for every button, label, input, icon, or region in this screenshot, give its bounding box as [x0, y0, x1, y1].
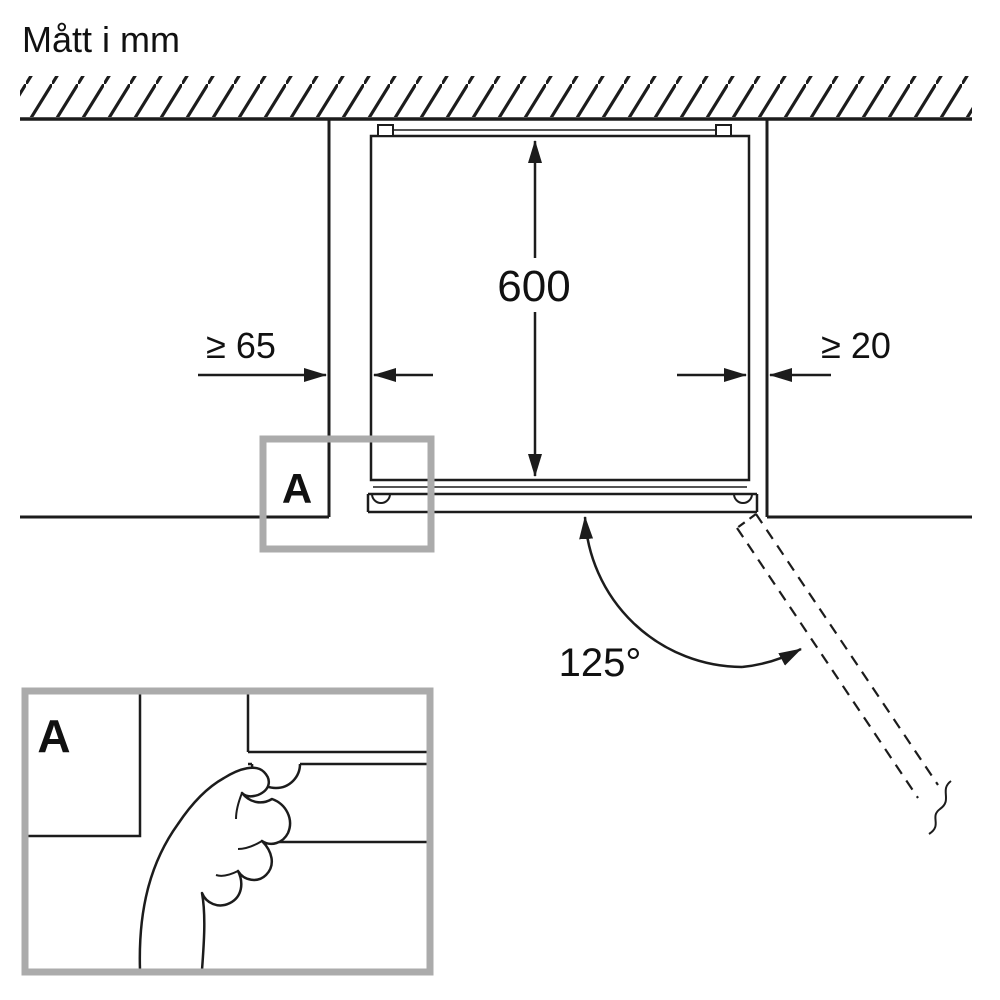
thumb-crease [235, 792, 243, 820]
open-door-edge-inner [736, 527, 919, 799]
appliance-body [369, 134, 751, 482]
door-open-dashed [736, 513, 952, 835]
niche-walls [20, 119, 972, 519]
door-grip-notch [371, 493, 391, 504]
inset-cabinet-lines [28, 694, 427, 844]
door-swing-arc: 125° [559, 516, 802, 685]
inset-border [21, 687, 434, 976]
finger-crease-1 [237, 840, 263, 850]
height-dimension-label: 600 [497, 262, 570, 311]
hand-grip-illustration [138, 766, 292, 972]
door-angle-label: 125° [559, 641, 642, 685]
detail-callout-box [259, 435, 435, 553]
right-hinge-block [715, 124, 732, 137]
finger-crease-2 [215, 870, 239, 877]
swing-arc-left [579, 516, 743, 669]
swing-arc-right [741, 647, 802, 669]
detail-callout-label: A [282, 465, 312, 512]
left-hinge-block [377, 124, 394, 137]
left-clearance-label: ≥ 65 [206, 325, 276, 366]
door-hinge-notch [733, 493, 753, 504]
detail-callout: A [259, 435, 435, 553]
cabinet-side-panel [28, 694, 142, 838]
right-clearance-dimension: ≥ 20 [677, 325, 891, 382]
height-dimension: 600 [491, 140, 579, 477]
right-clearance-label: ≥ 20 [821, 325, 891, 366]
open-door-break-squiggle [928, 780, 952, 835]
open-door-hinge-end [736, 513, 757, 529]
wall-hatching [20, 76, 972, 121]
height-label-bg [491, 258, 579, 312]
inset-label: A [37, 710, 70, 762]
detail-inset: A [21, 687, 434, 976]
open-door-edge-outer [755, 513, 939, 786]
hand-outline [138, 766, 292, 972]
diagram-title: Mått i mm [22, 19, 180, 60]
appliance-outline [369, 124, 751, 482]
left-clearance-dimension: ≥ 65 [198, 325, 433, 382]
door-closed [366, 486, 759, 514]
hatch-band [20, 76, 972, 117]
